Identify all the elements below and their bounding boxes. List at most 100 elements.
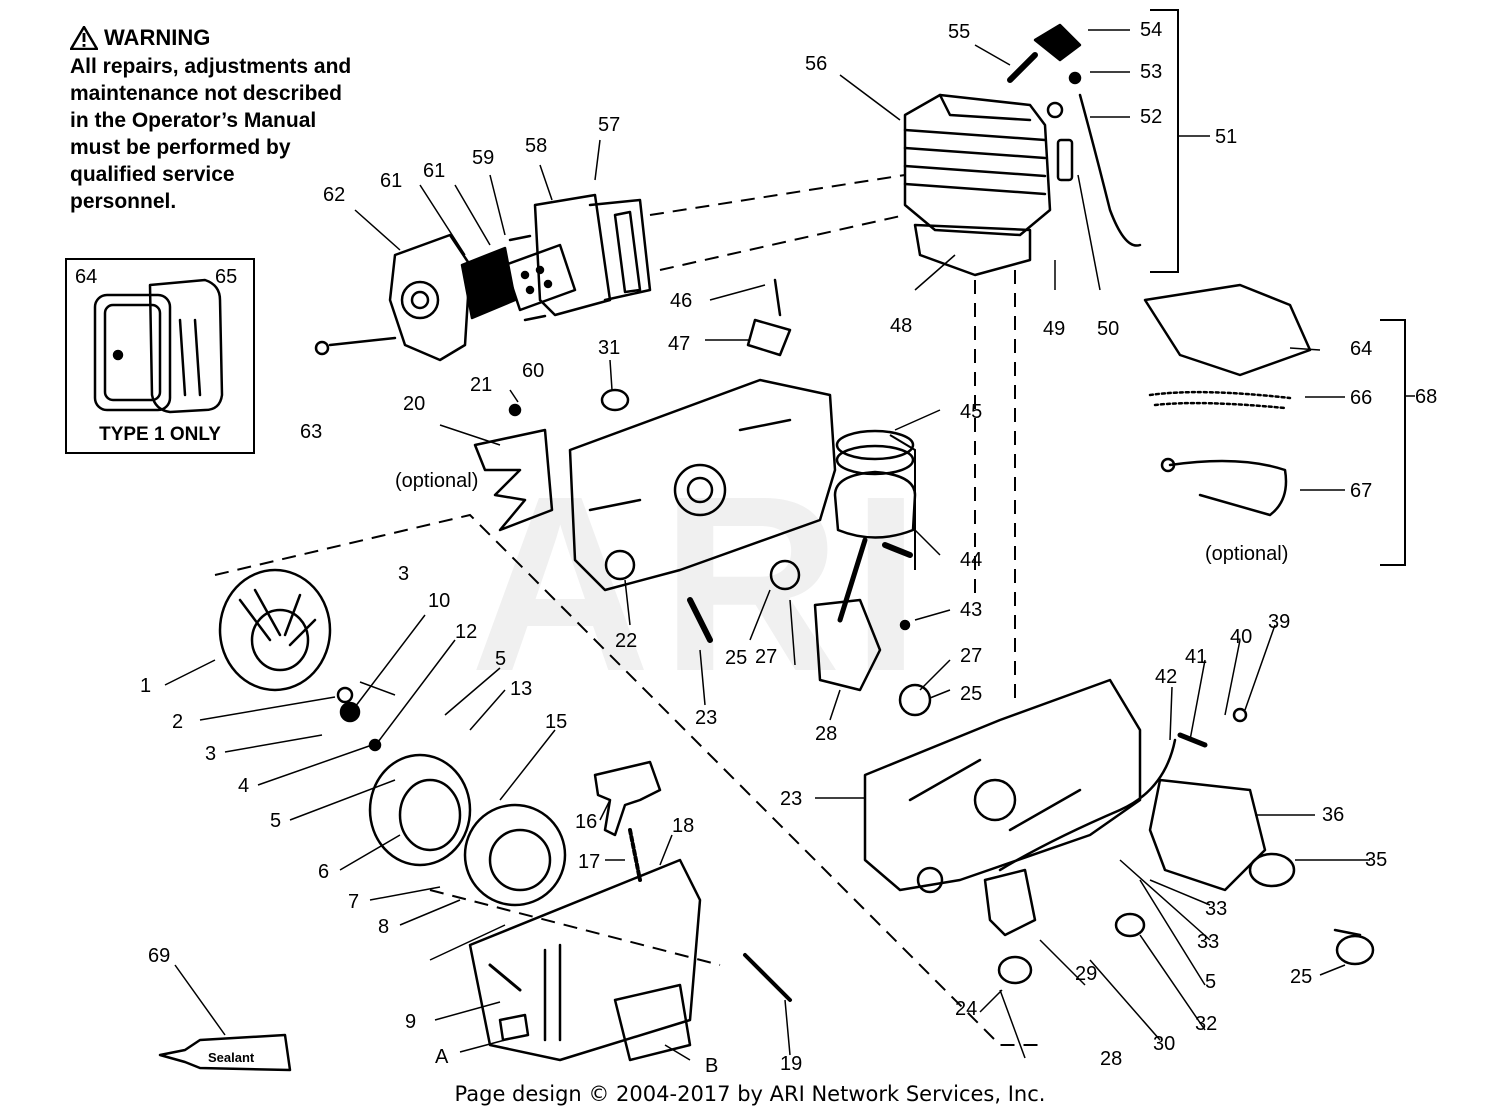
part-number-44: 44 bbox=[960, 549, 982, 571]
piston-ring-47b bbox=[835, 444, 915, 476]
fuel-line-44 bbox=[998, 738, 1177, 872]
filter-cylinder-dashed-line bbox=[649, 174, 906, 271]
part-number-54: 54 bbox=[1140, 19, 1162, 41]
part-number-60: 60 bbox=[522, 360, 544, 382]
part-number-39: 39 bbox=[1268, 611, 1290, 633]
sealant-text: Sealant bbox=[208, 1050, 255, 1065]
part-number-4: 4 bbox=[238, 775, 249, 797]
part-number-51: 51 bbox=[1215, 126, 1237, 148]
part-number-29: 29 bbox=[1075, 963, 1097, 985]
bolt-24 bbox=[687, 597, 713, 643]
part-number-23: 23 bbox=[695, 707, 717, 729]
part-number-64: 64 bbox=[1350, 338, 1372, 360]
callout-letter-b: B bbox=[705, 1055, 718, 1077]
spark-plug-57 bbox=[1007, 52, 1038, 83]
part-number-19: 19 bbox=[780, 1053, 802, 1075]
warning-block: WARNING All repairs, adjustments and mai… bbox=[70, 24, 400, 215]
part-number-33: 33 bbox=[1205, 898, 1227, 920]
part-number-9: 9 bbox=[405, 1011, 416, 1033]
part-number-21: 21 bbox=[470, 374, 492, 396]
bearing-27-upper bbox=[769, 559, 801, 591]
part-number-labels: 1233455567891012131516171819202122232324… bbox=[140, 19, 1437, 1075]
filter-43 bbox=[1177, 732, 1208, 748]
type1-caption: TYPE 1 ONLY bbox=[99, 424, 221, 445]
part-number-61: 61 bbox=[380, 170, 402, 192]
part-number-5: 5 bbox=[1205, 971, 1216, 993]
washer-51 bbox=[1046, 101, 1064, 119]
screws-61 bbox=[508, 234, 547, 322]
bolt-66 bbox=[328, 336, 397, 347]
sealant-tube-71 bbox=[158, 1033, 292, 1072]
copyright-footer: Page design © 2004-2017 by ARI Network S… bbox=[454, 1082, 1046, 1106]
part-number-20: 20 bbox=[403, 393, 425, 415]
part-number-62: 62 bbox=[323, 184, 345, 206]
bracket-70 bbox=[1380, 319, 1406, 566]
part-number-50: 50 bbox=[1097, 318, 1119, 340]
spring-eye-69 bbox=[1160, 457, 1176, 473]
type1-cover-65 bbox=[148, 278, 224, 414]
part-number-33: 33 bbox=[1197, 931, 1219, 953]
part-number-58: 58 bbox=[525, 135, 547, 157]
part-number-46: 46 bbox=[670, 290, 692, 312]
starter-assembly-dashed-outline bbox=[214, 513, 1040, 1046]
crankshaft-29 bbox=[813, 598, 882, 692]
part-number-28: 28 bbox=[815, 723, 837, 745]
washer-2 bbox=[336, 686, 354, 704]
seal-33-top bbox=[600, 388, 630, 412]
part-number-67: 67 bbox=[1350, 480, 1372, 502]
part-number-66: 66 bbox=[1350, 387, 1372, 409]
warning-heading: WARNING bbox=[70, 24, 400, 51]
grommet-55 bbox=[1068, 71, 1082, 85]
screw-48 bbox=[773, 278, 782, 317]
bracket-49 bbox=[746, 318, 792, 357]
type1-cover-64 bbox=[93, 293, 172, 412]
part-number-36: 36 bbox=[1322, 804, 1344, 826]
part-number-63: 63 bbox=[300, 421, 322, 443]
wire-54 bbox=[1078, 93, 1142, 247]
piston-46 bbox=[833, 470, 917, 539]
part-number-25: 25 bbox=[1290, 966, 1312, 988]
air-filter-cover-64 bbox=[388, 233, 472, 362]
part-number-32: 32 bbox=[1195, 1013, 1217, 1035]
oil-cap-25-left bbox=[997, 955, 1033, 985]
part-number-55: 55 bbox=[948, 21, 970, 43]
part-number-10: 10 bbox=[428, 590, 450, 612]
part-number-30: 30 bbox=[1153, 1033, 1175, 1055]
part-number-47: 47 bbox=[668, 333, 690, 355]
fuel-cap-25-right bbox=[1333, 928, 1375, 966]
part-number-52: 52 bbox=[1140, 106, 1162, 128]
part-number-43: 43 bbox=[960, 599, 982, 621]
warning-triangle-icon bbox=[70, 25, 98, 50]
filter-housing-60 bbox=[533, 193, 652, 317]
filter-62 bbox=[503, 243, 577, 312]
wrist-pin bbox=[882, 542, 913, 558]
spark-plug-boot-56 bbox=[1033, 23, 1082, 62]
part-number-27: 27 bbox=[755, 646, 777, 668]
part-number-69: 69 bbox=[148, 945, 170, 967]
part-number-17: 17 bbox=[578, 851, 600, 873]
part-number-13: 13 bbox=[510, 678, 532, 700]
screw-10 bbox=[488, 963, 522, 992]
part-number-16: 16 bbox=[575, 811, 597, 833]
starter-pulley-6 bbox=[368, 753, 472, 867]
part-number-59: 59 bbox=[472, 147, 494, 169]
grommet-41 bbox=[1232, 707, 1248, 723]
callout-letter-a: A bbox=[435, 1046, 449, 1068]
part-number-8: 8 bbox=[378, 916, 389, 938]
connecting-rod bbox=[837, 537, 868, 623]
part-number-61: 61 bbox=[423, 160, 445, 182]
part-number-45: 45 bbox=[960, 401, 982, 423]
screw-22 bbox=[508, 403, 522, 417]
part-number-25: 25 bbox=[960, 683, 982, 705]
bracket-53 bbox=[1150, 9, 1179, 273]
crankcase-half-23-lower bbox=[863, 678, 1142, 894]
muffler-shield-67 bbox=[1143, 283, 1312, 377]
type1-label-64: 64 bbox=[75, 266, 97, 288]
bolt-52 bbox=[1056, 138, 1074, 182]
part-number-22: 22 bbox=[615, 630, 637, 652]
oil-pump-31 bbox=[983, 868, 1037, 937]
optional-label-21: (optional) bbox=[395, 470, 478, 492]
starter-rope-18 bbox=[628, 828, 642, 882]
part-number-5: 5 bbox=[270, 810, 281, 832]
